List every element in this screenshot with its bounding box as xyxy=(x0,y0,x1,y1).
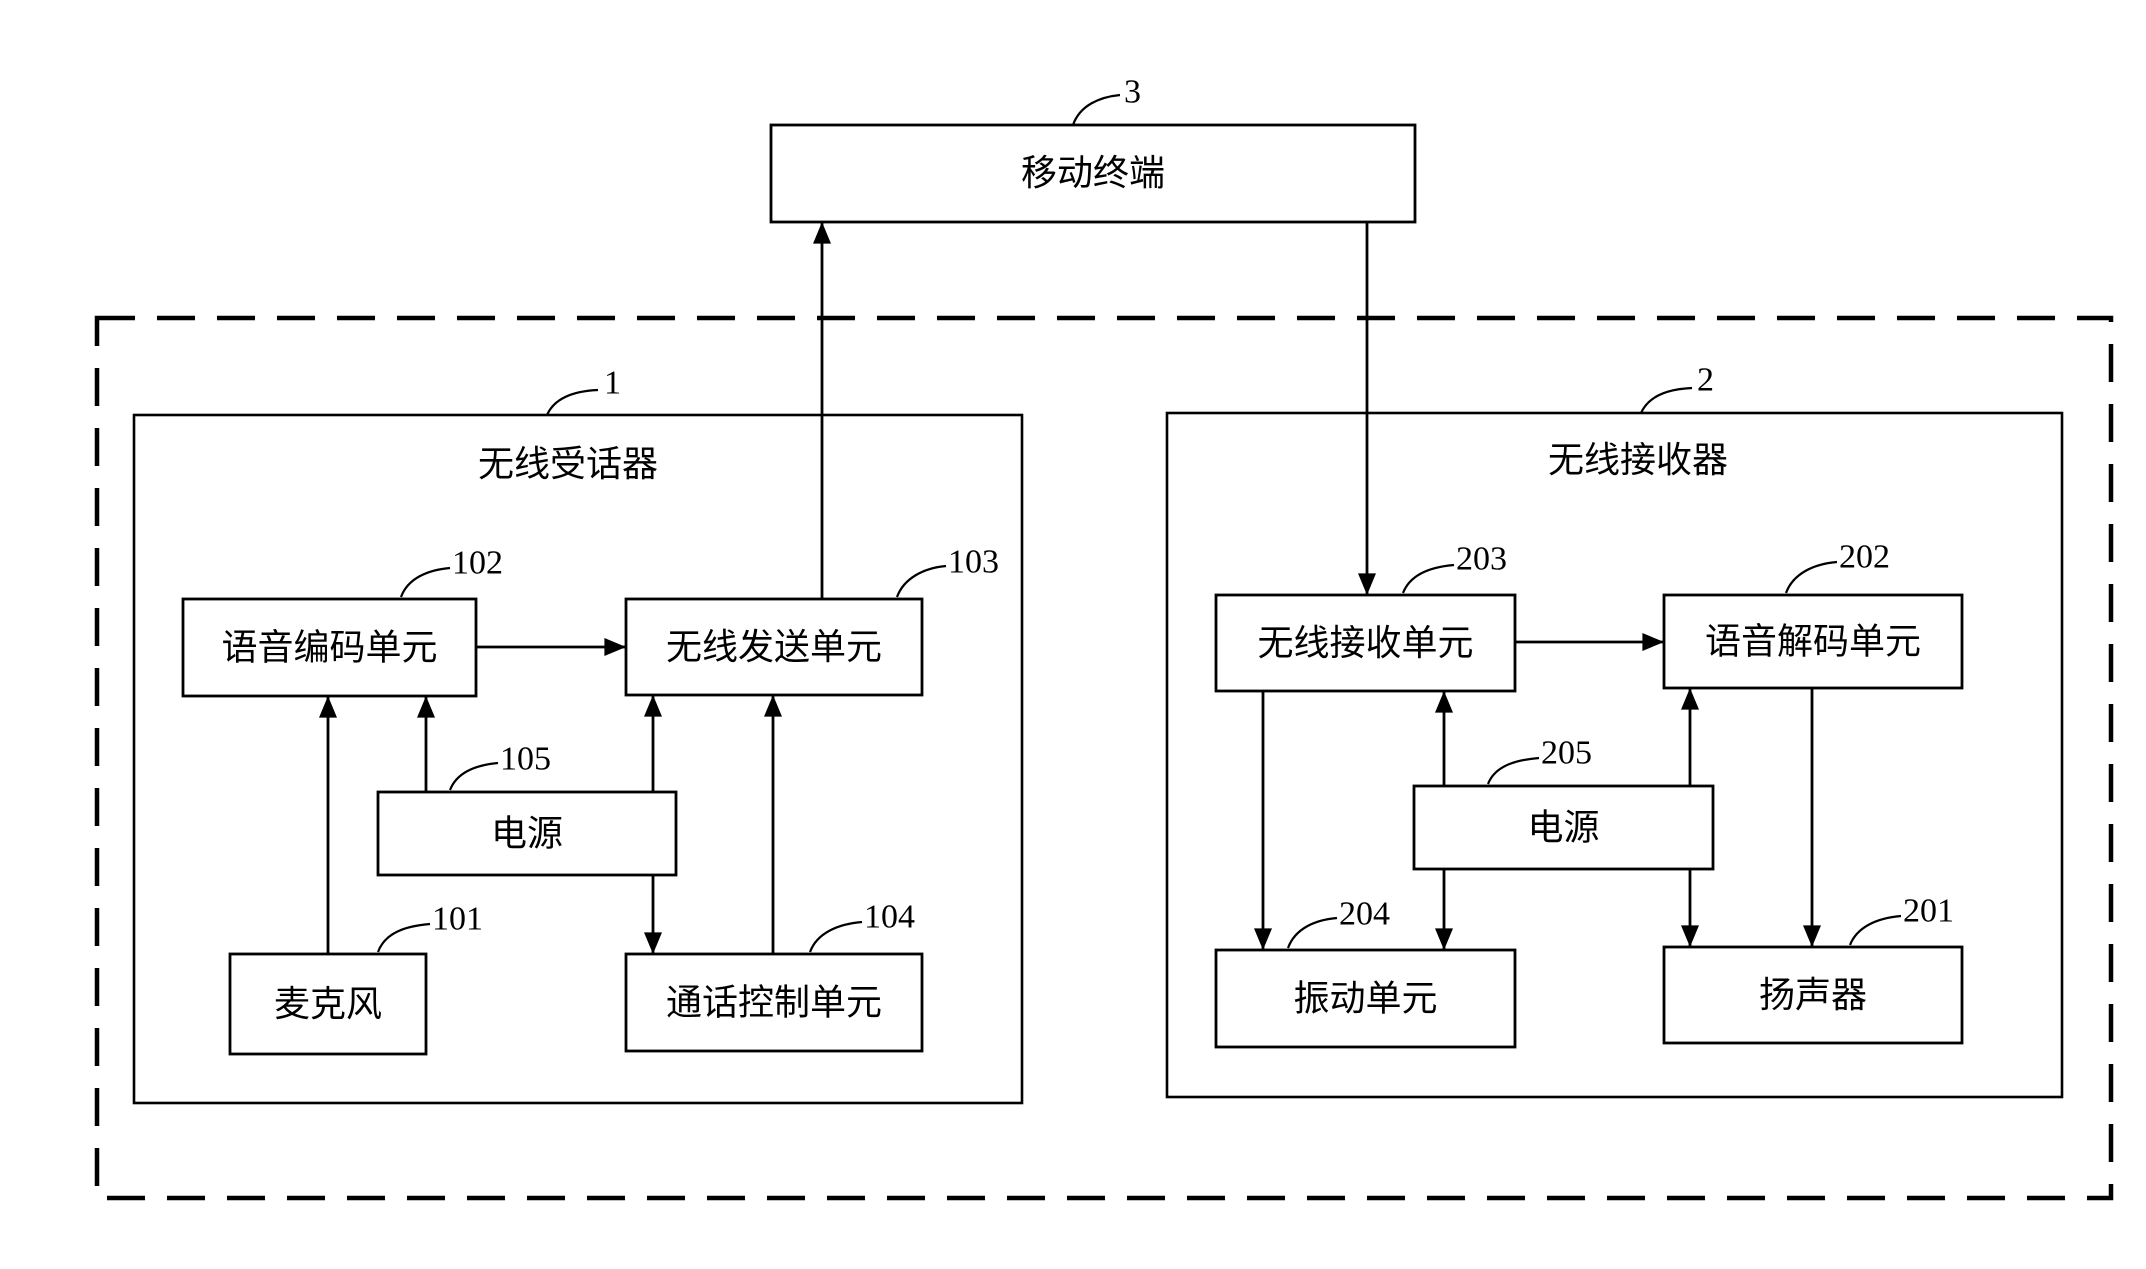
vibration-unit-label: 振动单元 xyxy=(1293,979,1437,1019)
handset-leader xyxy=(545,388,599,416)
voice-encoding-unit-label: 语音编码单元 xyxy=(221,628,437,668)
microphone-label: 麦克风 xyxy=(274,984,382,1024)
wireless-send-unit-label: 无线发送单元 xyxy=(666,627,882,667)
speaker-label: 扬声器 xyxy=(1759,975,1867,1015)
vibration-unit-ref: 204 xyxy=(1339,896,1390,933)
wireless-receive-unit-ref: 203 xyxy=(1456,541,1507,578)
call-control-unit-ref: 104 xyxy=(864,899,915,936)
voice-decoding-unit-box xyxy=(1662,593,1964,690)
vibration-unit-leader xyxy=(1286,916,1338,949)
handset-power-label: 电源 xyxy=(491,814,563,854)
voice-decoding-unit-ref: 202 xyxy=(1839,539,1890,576)
mobile-terminal-ref: 3 xyxy=(1124,74,1141,111)
call-control-unit-label: 通话控制单元 xyxy=(666,983,882,1023)
wireless-receive-unit-label: 无线接收单元 xyxy=(1257,623,1473,663)
receiver-leader xyxy=(1639,386,1693,414)
wireless-send-unit-ref: 103 xyxy=(948,544,999,581)
mobile-terminal-leader xyxy=(1071,93,1121,126)
voice-encoding-unit-ref: 102 xyxy=(452,545,503,582)
call-control-unit-leader xyxy=(808,920,863,953)
call-control-unit-box xyxy=(624,952,924,1053)
microphone-box xyxy=(228,952,428,1056)
voice-encoding-unit-leader xyxy=(399,566,451,598)
receiver-title: 无线接收器 xyxy=(1548,440,1728,480)
voice-decoding-unit-label: 语音解码单元 xyxy=(1705,622,1921,662)
mobile-terminal-box xyxy=(769,123,1417,224)
vibration-unit-box xyxy=(1214,948,1517,1049)
receiver-power-ref: 205 xyxy=(1541,735,1592,772)
voice-decoding-unit-leader xyxy=(1784,560,1838,594)
voice-encoding-unit-box xyxy=(181,597,478,698)
system-boundary xyxy=(94,315,2114,1201)
wireless-send-unit-leader xyxy=(895,564,947,598)
receiver-box xyxy=(1165,411,2064,1099)
receiver-power-leader xyxy=(1486,756,1540,785)
handset-box xyxy=(132,413,1024,1105)
handset-power-ref: 105 xyxy=(500,741,551,778)
handset-title: 无线受话器 xyxy=(478,444,658,484)
receiver-power-box xyxy=(1412,784,1715,871)
handset-ref: 1 xyxy=(604,365,621,402)
wireless-receive-unit-box xyxy=(1214,593,1517,693)
speaker-leader xyxy=(1848,914,1902,946)
speaker-ref: 201 xyxy=(1903,893,1954,930)
handset-power-leader xyxy=(448,761,499,791)
handset-power-box xyxy=(376,790,678,877)
receiver-power-label: 电源 xyxy=(1527,808,1599,848)
receiver-ref: 2 xyxy=(1697,362,1714,399)
wireless-receive-unit-leader xyxy=(1401,563,1455,594)
speaker-box xyxy=(1662,945,1964,1045)
mobile-terminal-label: 移动终端 xyxy=(1021,153,1165,193)
microphone-ref: 101 xyxy=(432,901,483,938)
wireless-send-unit-box xyxy=(624,597,924,697)
microphone-leader xyxy=(376,922,431,953)
